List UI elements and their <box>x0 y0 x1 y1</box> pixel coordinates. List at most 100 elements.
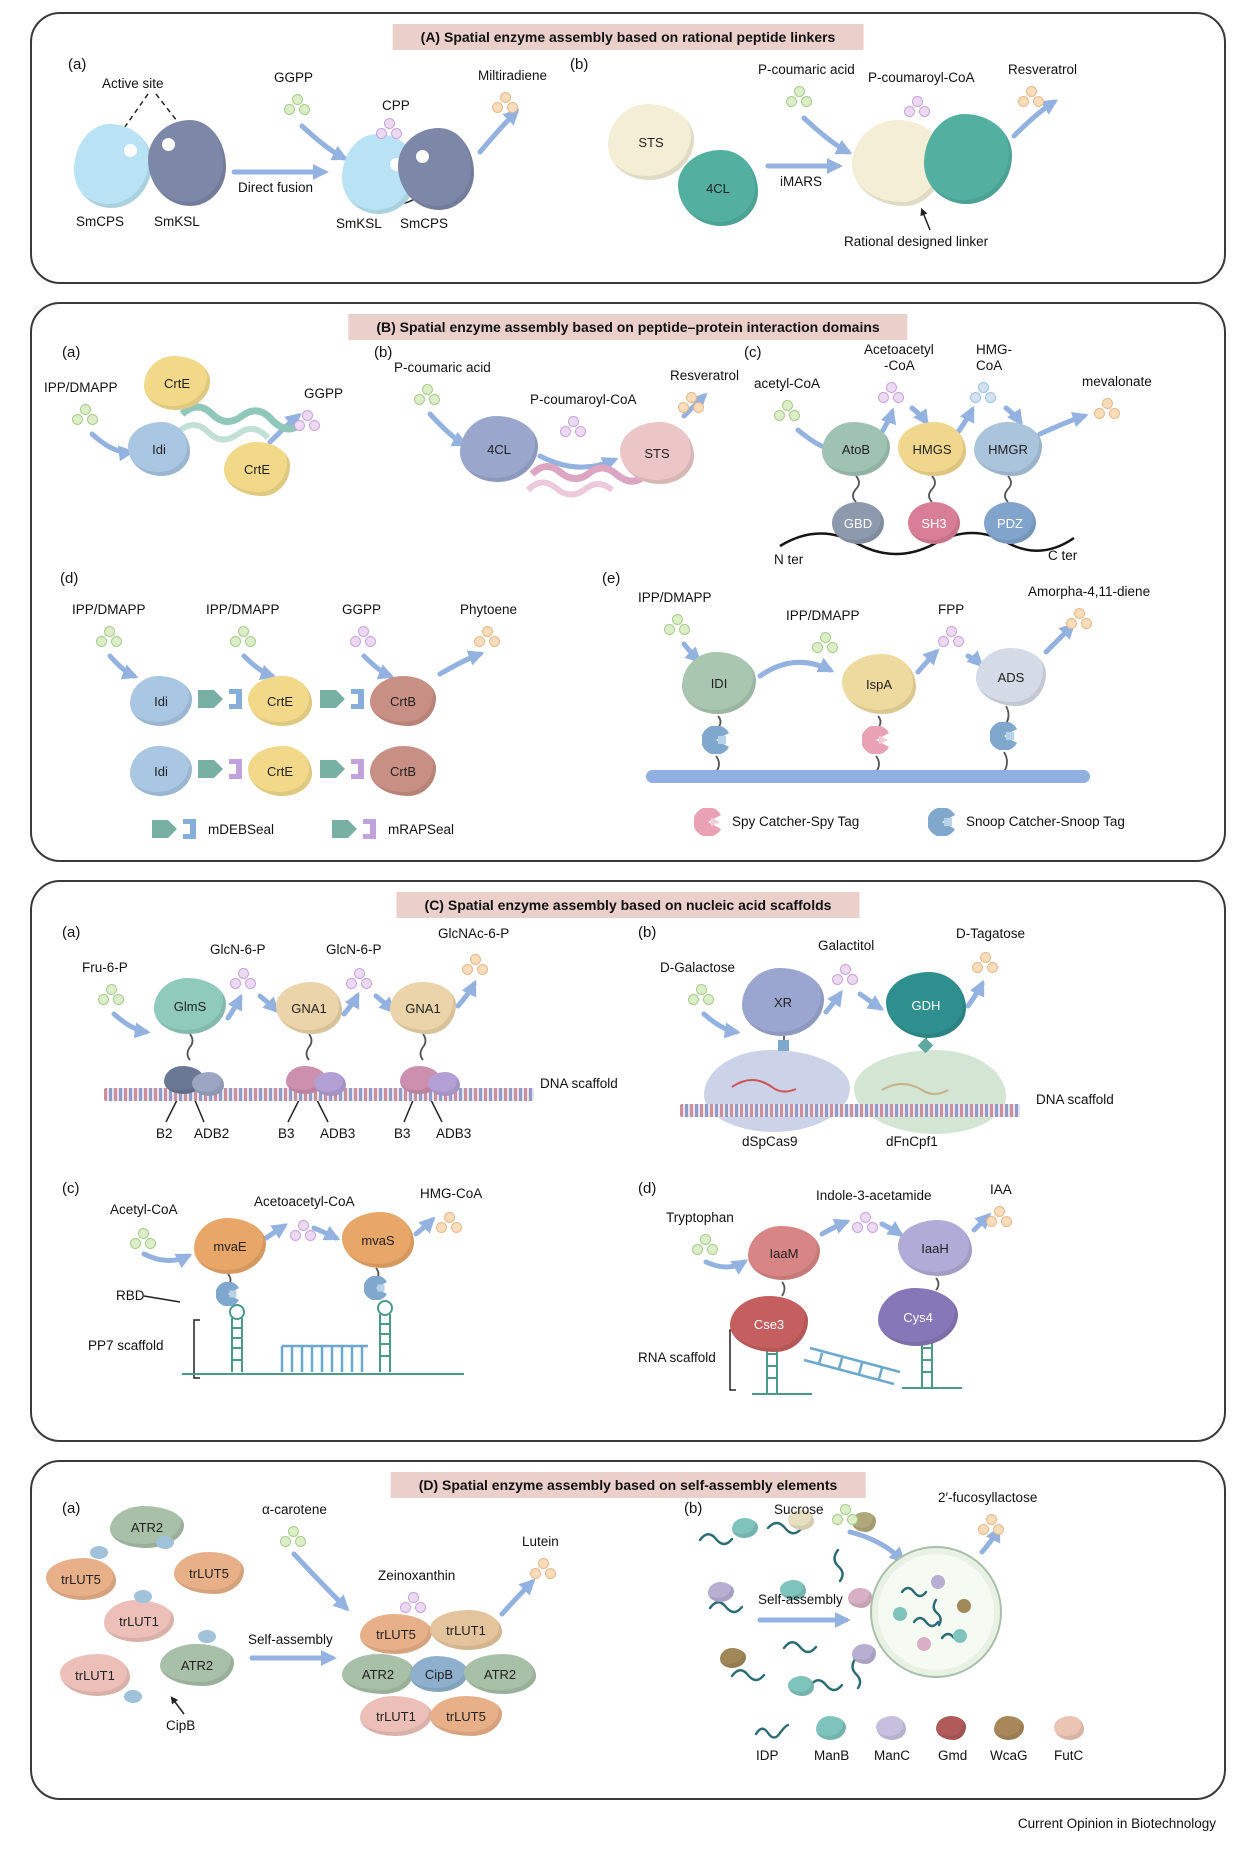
metabolite-dots-ggpp <box>284 94 311 118</box>
enzyme-label: trLUT5 <box>189 1565 229 1581</box>
metabolite-dots-resveratrol <box>1018 86 1045 110</box>
rbd-icon <box>215 1281 240 1307</box>
label-acetyl-coa: Acetyl-CoA <box>110 1202 178 1217</box>
label-self-assembly: Self-assembly <box>248 1632 333 1647</box>
enzyme-label: ATR2 <box>180 1657 214 1673</box>
enzyme-atr2-assembled: ATR2 <box>342 1654 414 1694</box>
enzyme-label: CrtE <box>267 763 293 779</box>
label-ggpp: GGPP <box>274 70 314 85</box>
subpanel-b-tag: (b) <box>638 924 657 941</box>
enzyme-label: CrtE <box>164 375 190 391</box>
metabolite-dots-cpp <box>376 118 403 142</box>
label-fru6p: Fru-6-P <box>82 960 128 975</box>
label-d-galactose: D-Galactose <box>660 960 736 975</box>
enzyme-trlut5: trLUT5 <box>46 1558 116 1600</box>
cipb-particle <box>198 1630 216 1643</box>
metabolite-dots <box>688 984 715 1008</box>
protein-particle <box>852 1512 876 1532</box>
label-ggpp: GGPP <box>342 602 382 617</box>
anchor-adb3-2 <box>428 1072 460 1096</box>
enzyme-label: Idi <box>152 441 166 457</box>
label-ipp-dmapp: IPP/DMAPP <box>44 380 118 395</box>
enzyme-label: trLUT1 <box>119 1613 159 1629</box>
label-spy-legend: Spy Catcher-Spy Tag <box>732 814 860 829</box>
enzyme-crtb-row2: CrtB <box>370 746 436 796</box>
legend-blob-manc <box>876 1716 906 1740</box>
metabolite-dots-amorphadiene <box>1066 608 1093 632</box>
self-assembled-compartment <box>870 1546 1002 1678</box>
enzyme-4cl: 4CL <box>678 150 758 226</box>
subpanel-e-tag: (e) <box>602 570 621 587</box>
metabolite-dots <box>462 954 489 978</box>
enzyme-gna1-2: GNA1 <box>390 982 456 1034</box>
journal-name: Current Opinion in Biotechnology <box>1017 1816 1216 1831</box>
metabolite-dots-resveratrol <box>678 392 705 416</box>
metabolite-dots <box>346 968 373 992</box>
label-mevalonate: mevalonate <box>1082 374 1152 389</box>
label-n-ter: N ter <box>774 552 804 567</box>
enzyme-label: Idi <box>154 693 168 709</box>
label-acetoacetyl-coa: Acetoacetyl-CoA <box>254 1194 355 1209</box>
subpanel-a-tag: (a) <box>68 56 87 73</box>
enzyme-ads: ADS <box>976 648 1046 706</box>
enzyme-4cl-fused <box>924 114 1012 204</box>
label-imars: iMARS <box>780 174 823 189</box>
protein-particle <box>732 1518 758 1538</box>
label-b3-1: B3 <box>278 1126 295 1141</box>
enzyme-sts: STS <box>608 104 694 180</box>
panel-c-title: (C) Spatial enzyme assembly based on nuc… <box>396 892 860 918</box>
metabolite-dots-p-coumaroyl <box>560 416 587 440</box>
metabolite-dots <box>98 984 125 1008</box>
metabolite-dots-hmg <box>970 382 997 406</box>
label-manc: ManC <box>874 1748 911 1763</box>
label-smksl: SmKSL <box>154 214 200 229</box>
label-amorphadiene: Amorpha-4,11-diene <box>1028 584 1151 599</box>
metabolite-dots <box>972 952 999 976</box>
enzyme-trlut5: trLUT5 <box>174 1552 244 1594</box>
label-smksl-fused: SmKSL <box>336 216 382 231</box>
panel-b-title: (B) Spatial enzyme assembly based on pep… <box>348 314 908 340</box>
enzyme-gna1-1: GNA1 <box>276 982 342 1034</box>
enzyme-iaah: IaaH <box>898 1220 972 1276</box>
anchor-adb2 <box>192 1072 224 1096</box>
enzyme-label: IspA <box>865 676 892 692</box>
active-site-dot <box>124 144 137 157</box>
metabolite-dots <box>978 1514 1005 1538</box>
cipb-particle <box>134 1590 152 1603</box>
panel-a-title: (A) Spatial enzyme assembly based on rat… <box>392 24 864 50</box>
enzyme-label: ATR2 <box>130 1519 164 1535</box>
enzyme-label: trLUT1 <box>75 1667 115 1683</box>
protein-label: CipB <box>424 1666 454 1682</box>
label-iaa: IAA <box>990 1182 1012 1197</box>
protein-label: Cse3 <box>753 1316 785 1332</box>
label-rbd: RBD <box>116 1288 145 1303</box>
enzyme-trlut1: trLUT1 <box>104 1600 174 1642</box>
subpanel-c-tag: (c) <box>744 344 762 361</box>
label-cipb: CipB <box>166 1718 196 1733</box>
label-d-tagatose: D-Tagatose <box>956 926 1026 941</box>
domain-gbd: GBD <box>832 502 884 544</box>
label-tryptophan: Tryptophan <box>666 1210 734 1225</box>
label-rna-scaffold: RNA scaffold <box>638 1350 716 1365</box>
metabolite-dots-ipp <box>72 404 99 428</box>
enzyme-label: STS <box>644 445 670 461</box>
enzyme-crte-row1: CrtE <box>248 676 312 726</box>
enzyme-crte-row2: CrtE <box>248 746 312 796</box>
metabolite-dots-p-coumaroyl <box>904 96 931 120</box>
label-zeinoxanthin: Zeinoxanthin <box>378 1568 456 1583</box>
enzyme-trlut5-assembled: trLUT5 <box>430 1696 502 1736</box>
mrapseal-connector-icon <box>318 756 366 782</box>
mdebseal-legend-icon <box>150 816 198 842</box>
protein-particle <box>788 1676 814 1696</box>
metabolite-dots <box>852 1212 879 1236</box>
protein-cipb-assembled: CipB <box>410 1656 468 1692</box>
label-smcps: SmCPS <box>76 214 125 229</box>
label-sucrose: Sucrose <box>774 1502 824 1517</box>
snoop-catcher-icon <box>989 721 1018 751</box>
label-miltiradiene: Miltiradiene <box>478 68 548 83</box>
enzyme-label: GNA1 <box>405 1000 441 1016</box>
label-smcps-fused: SmCPS <box>400 216 449 231</box>
domain-label: GBD <box>843 515 873 531</box>
enzyme-label: Idi <box>154 763 168 779</box>
enzyme-label: IaaM <box>769 1245 799 1261</box>
